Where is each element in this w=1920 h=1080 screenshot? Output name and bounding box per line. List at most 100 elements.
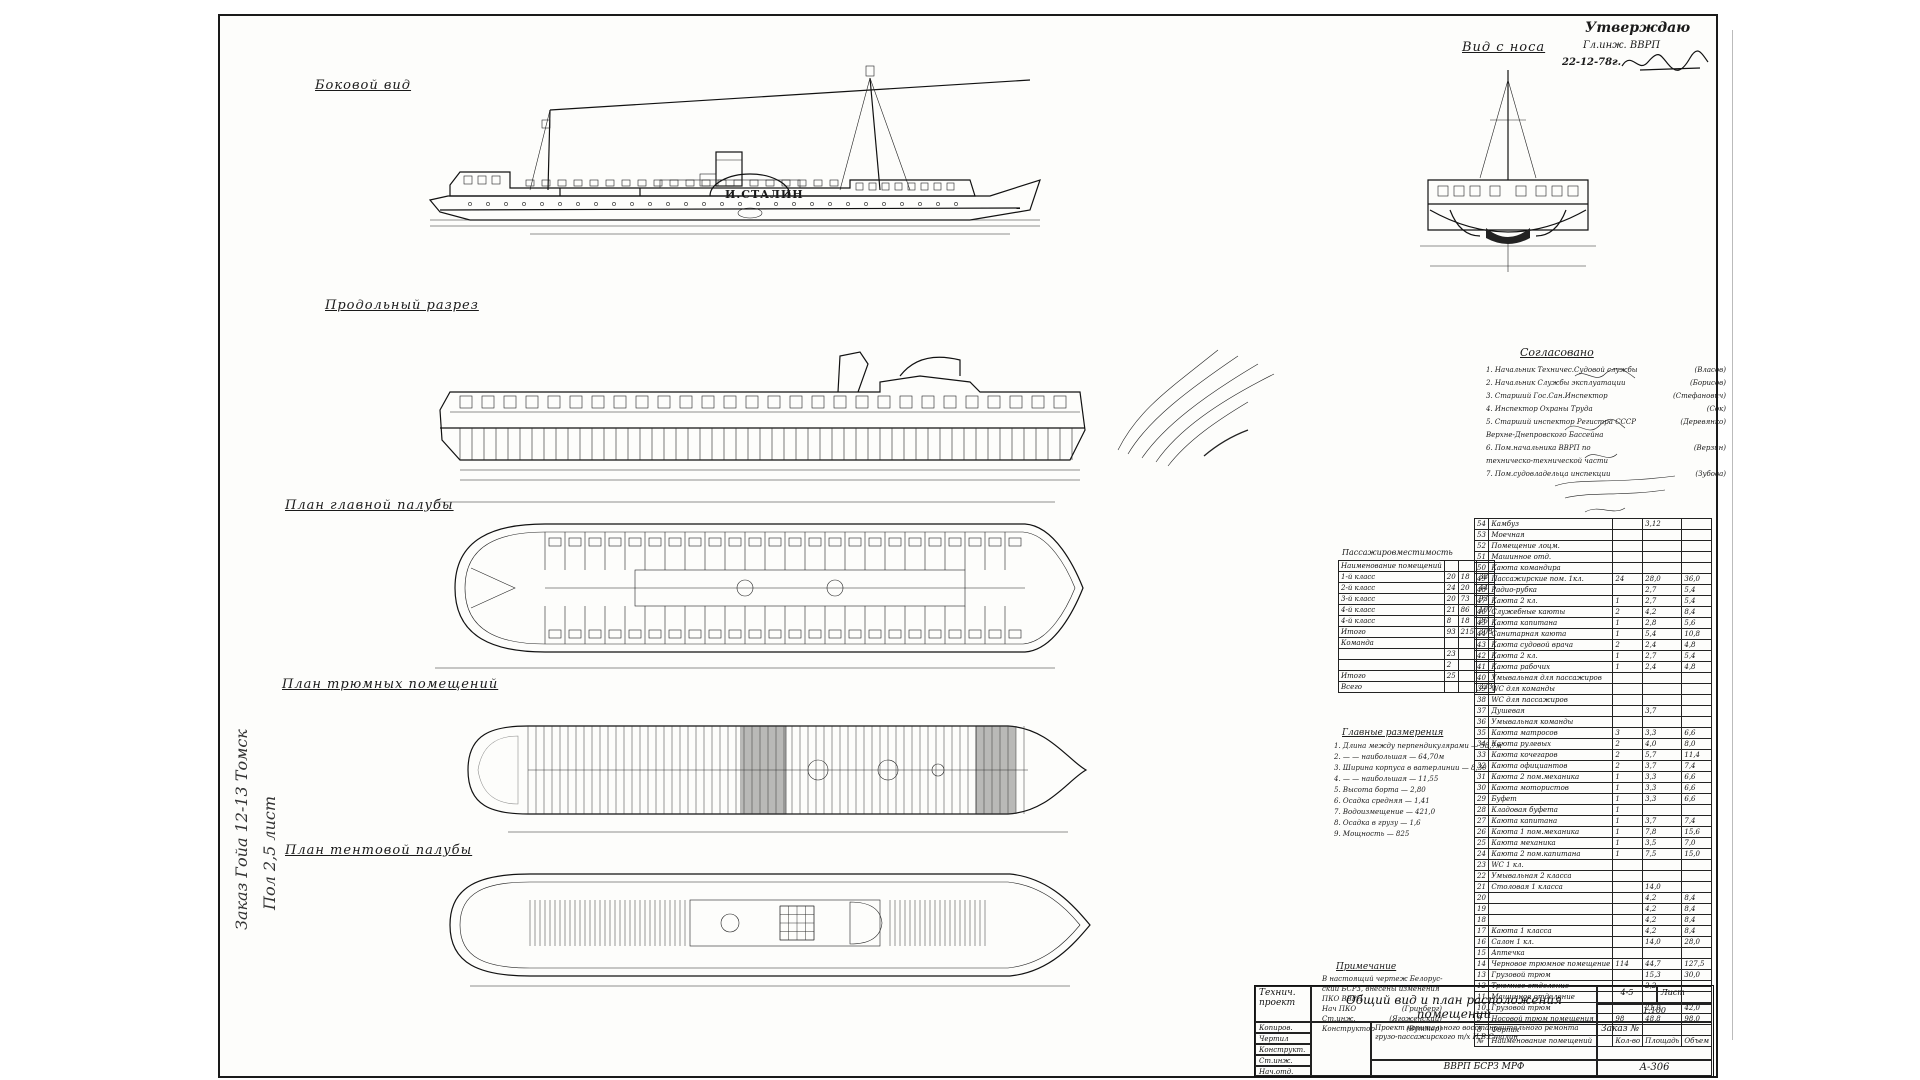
title-block-role: Чертил <box>1255 1033 1311 1044</box>
note-title: Примечание <box>1336 962 1397 972</box>
agreement-row: 5. Старший инспектор Регистра СССР(Дерев… <box>1486 418 1726 426</box>
note-line: ПКО ВВРП <box>1322 995 1363 1003</box>
title-block-project: Проект капитального восстановительного р… <box>1371 1022 1597 1060</box>
title-block-role: Нач.отд. <box>1255 1066 1311 1076</box>
agreement-row: 1. Начальник Техничес.Судовой службы(Вла… <box>1486 366 1726 374</box>
title-block-role: Копиров. <box>1255 1022 1311 1033</box>
awning-deck-plan-label: План тентовой палубы <box>285 843 473 858</box>
table-row: 2 <box>1338 659 1496 671</box>
title-block-scale: 1:100 <box>1597 1004 1712 1022</box>
drawing-sheet <box>218 14 1718 1078</box>
dimension-row: 8. Осадка в грузу — 1,6 <box>1334 819 1421 827</box>
dimension-row: 1. Длина между перпендикулярами — 58,7м <box>1334 742 1502 750</box>
awning-deck-plan-drawing <box>449 873 1091 987</box>
agreement-row: техническо-технической части <box>1486 457 1609 465</box>
passenger-table-title: Пассажировместимость <box>1342 548 1453 557</box>
bow-view-drawing <box>1420 70 1596 272</box>
dimension-row: 4. — — наибольшая — 11,55 <box>1334 775 1439 783</box>
agreement-row: 2. Начальник Службы эксплуатации(Борисов… <box>1486 379 1726 387</box>
dimension-row: 3. Ширина корпуса в ватерлинии — 8,30 <box>1334 764 1487 772</box>
dimension-row: 6. Осадка средняя — 1,41 <box>1334 797 1430 805</box>
title-block-stage: Технич. проект <box>1255 986 1311 1022</box>
agreement-row: 4. Инспектор Охраны Труда(Сок) <box>1486 405 1726 413</box>
note-line: В настоящий чертеж Белорус- <box>1322 975 1443 983</box>
dimension-row: 2. — — наибольшая — 64,70м <box>1334 753 1445 761</box>
approval-title: Утверждаю <box>1585 20 1691 36</box>
title-block: Технич. проект Общий вид и план располож… <box>1254 985 1714 1077</box>
dimension-row: 7. Водоизмещение — 421,0 <box>1334 808 1436 816</box>
dimension-row: 9. Мощность — 825 <box>1334 830 1410 838</box>
agreement-title: Согласовано <box>1520 346 1594 359</box>
agreement-signatures <box>1554 368 1676 513</box>
title-block-role: Ст.инж. <box>1255 1055 1311 1066</box>
title-block-sheet-label: Лист <box>1657 986 1712 1004</box>
approval-signature <box>1621 50 1709 71</box>
approval-date: 22-12-78г. <box>1562 57 1622 68</box>
side-view-drawing <box>428 65 1041 235</box>
note-sign-row: Конструктор(Вутмер) <box>1322 1025 1442 1033</box>
hold-plan-label: План трюмных помещений <box>282 677 499 692</box>
agreement-row: 6. Пом.начальника ВВРП по(Верзин) <box>1486 444 1726 452</box>
table-row: Команда <box>1338 637 1496 649</box>
longitudinal-section-drawing <box>439 351 1086 481</box>
title-block-org: ВВРП БСРЗ МРФ <box>1371 1060 1597 1076</box>
table-row: Наименование помещений <box>1338 560 1496 572</box>
title-block-sheet: 4-5 <box>1597 986 1657 1004</box>
title-block-signatures <box>1311 1022 1371 1076</box>
agreement-list: 1. Начальник Техничес.Судовой службы(Вла… <box>1486 366 1726 483</box>
note-body: В настоящий чертеж Белорус- ский БСРЗ, в… <box>1322 975 1443 1035</box>
dimension-row: 5. Высота борта — 2,80 <box>1334 786 1426 794</box>
sheet-edge <box>1732 30 1733 1040</box>
bow-view-label: Вид с носа <box>1462 40 1546 55</box>
agreement-row: 3. Старший Гос.Сан.Инспектор(Стефанович) <box>1486 392 1726 400</box>
agreement-row: Верхне-Днепровского Бассейна <box>1486 431 1604 439</box>
handwritten-approval-notes <box>1117 349 1275 467</box>
title-block-order: Заказ № <box>1597 1022 1712 1060</box>
note-sign-row: Ст.инж.(Ягоженский) <box>1322 1015 1442 1023</box>
margin-note-order: Заказ Гойа 12-13 Томск <box>232 729 251 930</box>
